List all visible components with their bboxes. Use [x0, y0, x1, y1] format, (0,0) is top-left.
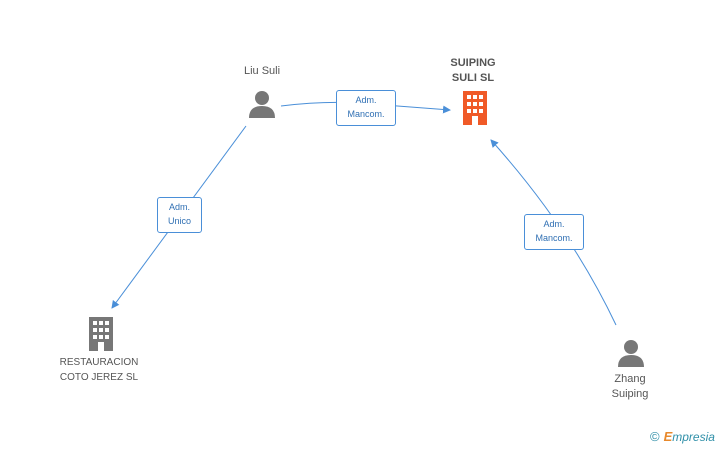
node-label-line2: COTO JEREZ SL — [59, 372, 139, 383]
edge-label-line1: Adm. — [355, 95, 377, 105]
node-label-suiping-suli[interactable]: SUIPING SULI SL — [433, 56, 513, 86]
edge-label-line2: Mancom. — [347, 109, 385, 119]
edge-label-adm-mancom[interactable]: Adm. Mancom. — [524, 214, 584, 250]
person-icon[interactable] — [248, 89, 276, 119]
edge-label-adm-mancom[interactable]: Adm. Mancom. — [336, 90, 396, 126]
edge-label-line2: Unico — [167, 216, 191, 226]
person-icon[interactable] — [617, 338, 645, 368]
brand-initial: E — [663, 429, 673, 444]
edge-label-adm-unico[interactable]: Adm. Unico — [157, 197, 202, 233]
copyright-symbol: © — [650, 429, 660, 444]
edge-label-line1: Adm. — [543, 219, 565, 229]
brand-name: mpresia — [672, 430, 715, 444]
node-label-liu-suli[interactable]: Liu Suli — [222, 64, 302, 79]
node-label-line2: Suiping — [611, 388, 649, 400]
node-label-line1: RESTAURACION — [59, 357, 139, 368]
building-icon[interactable] — [86, 317, 116, 351]
node-label-line1: Zhang — [614, 373, 646, 385]
node-label-restauracion[interactable]: RESTAURACION COTO JEREZ SL — [44, 355, 154, 385]
building-icon[interactable] — [460, 91, 490, 125]
node-label-line1: SUIPING — [450, 57, 496, 69]
node-label-zhang-suiping[interactable]: Zhang Suiping — [590, 372, 670, 402]
edge-label-line1: Adm. — [168, 202, 190, 212]
edge-label-line2: Mancom. — [535, 233, 573, 243]
empresia-logo: ©Empresia — [650, 429, 715, 444]
node-label-line2: SULI SL — [451, 72, 495, 84]
node-label-text: Liu Suli — [243, 65, 281, 77]
